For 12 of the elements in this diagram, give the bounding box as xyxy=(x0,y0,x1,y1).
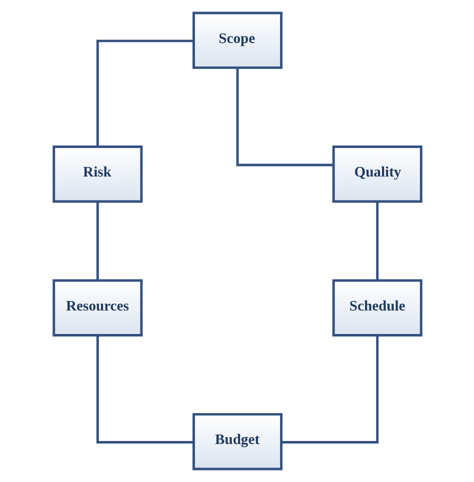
node-box: Risk xyxy=(52,146,142,203)
connector xyxy=(96,40,194,147)
node-box: Resources xyxy=(52,279,142,336)
connector xyxy=(236,68,333,166)
connector xyxy=(280,335,378,444)
node-box: Schedule xyxy=(332,279,422,336)
connector xyxy=(376,202,378,280)
node-box: Quality xyxy=(332,146,422,203)
connector xyxy=(96,202,98,280)
node-box: Scope xyxy=(192,12,282,69)
node-box: Budget xyxy=(192,413,282,470)
connector xyxy=(96,335,194,444)
